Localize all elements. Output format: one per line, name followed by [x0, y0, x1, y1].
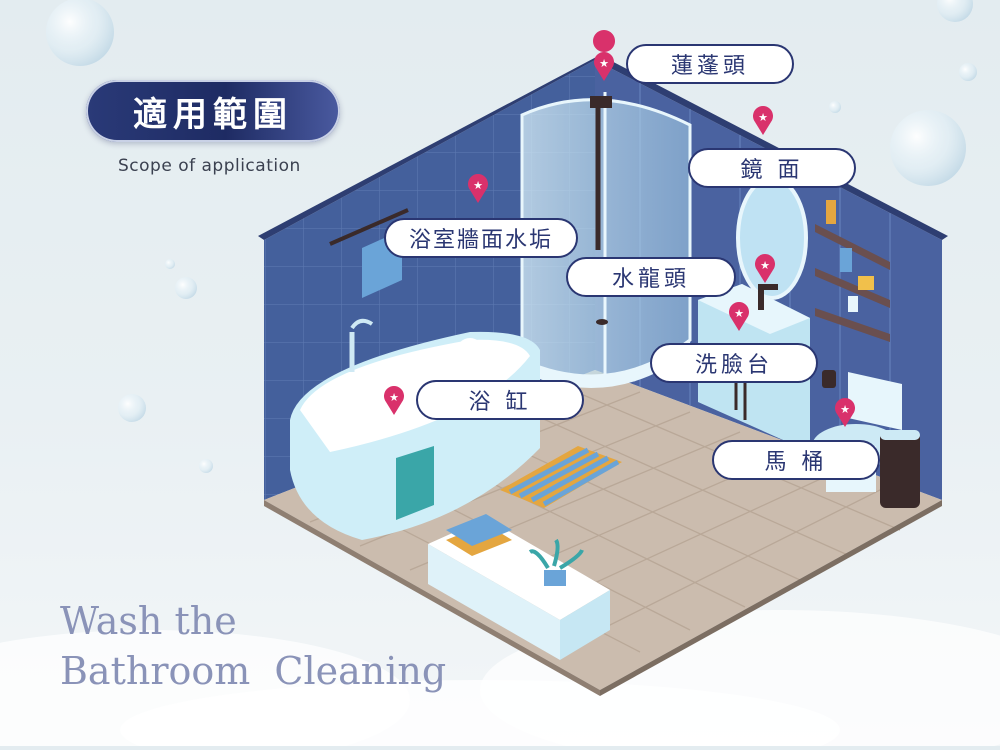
label-faucet: 水龍頭 — [566, 257, 736, 297]
label-mirror: 鏡 面 — [688, 148, 856, 188]
map-pin-star-icon: ★ — [466, 172, 490, 204]
map-pin-star-icon: ★ — [727, 300, 751, 332]
label-sink: 洗臉台 — [650, 343, 818, 383]
svg-text:★: ★ — [840, 403, 850, 416]
page-title: 適用範圍 — [86, 80, 340, 142]
svg-text:★: ★ — [758, 111, 768, 124]
label-wall-scale: 浴室牆面水垢 — [384, 218, 578, 258]
bench — [428, 514, 610, 660]
shower-enclosure — [520, 92, 692, 388]
map-pin-star-icon: ★ — [751, 104, 775, 136]
bath-mat — [500, 446, 622, 508]
map-pin-star-icon — [593, 30, 616, 75]
svg-text:★: ★ — [734, 307, 744, 320]
tagline-line2: Bathroom Cleaning — [60, 649, 447, 693]
page-subtitle: Scope of application — [118, 156, 301, 176]
label-bathtub: 浴 缸 — [416, 380, 584, 420]
svg-text:★: ★ — [473, 179, 483, 192]
svg-text:★: ★ — [599, 57, 609, 70]
label-toilet: 馬 桶 — [712, 440, 880, 480]
map-pin-star-icon: ★ — [753, 252, 777, 284]
map-pin-star-icon: ★ — [592, 50, 616, 82]
tagline-line1: Wash the — [60, 599, 237, 643]
tagline: Wash the Bathroom Cleaning — [60, 596, 446, 696]
label-shower-head: 蓮蓬頭 — [626, 44, 794, 84]
map-pin-star-icon: ★ — [382, 384, 406, 416]
decorative-bubbles — [46, 0, 977, 473]
map-pin-star-icon: ★ — [833, 396, 857, 428]
svg-text:★: ★ — [760, 259, 770, 272]
svg-text:★: ★ — [389, 391, 399, 404]
